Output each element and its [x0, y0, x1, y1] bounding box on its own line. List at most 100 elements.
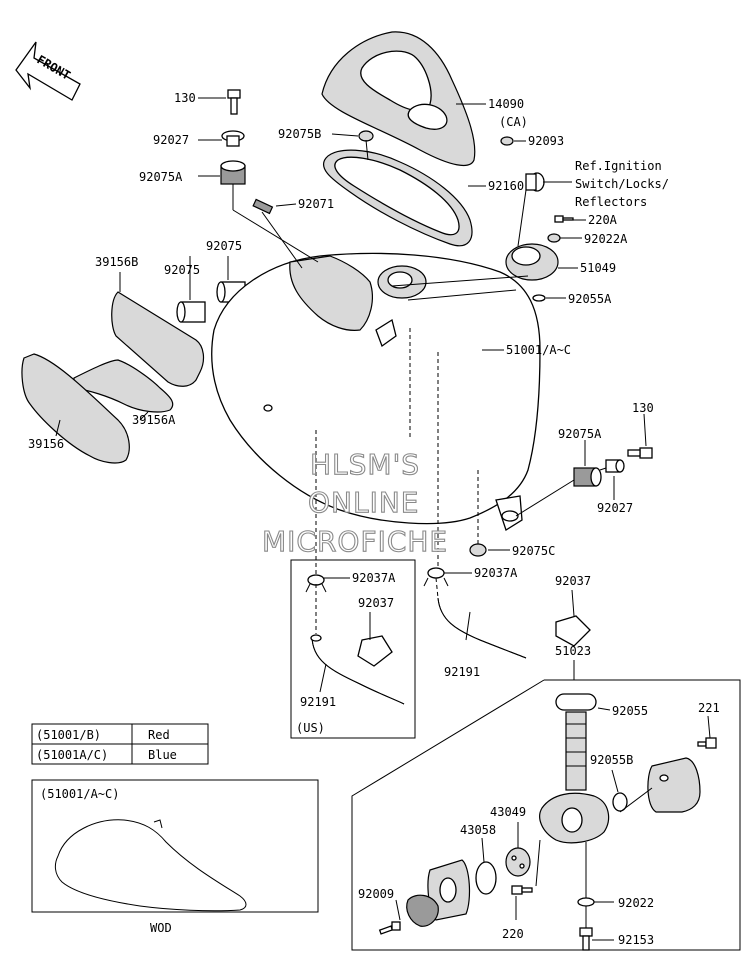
- diaphragm-43049: [505, 847, 531, 877]
- us-detail-box: [290, 559, 416, 739]
- watermark-line-2: ONLINE: [308, 486, 419, 519]
- damper-92075c: [469, 543, 487, 557]
- label-51023: 51023: [555, 644, 591, 658]
- label-ref-line2: Switch/Locks/: [575, 177, 669, 191]
- label-92027-top: 92027: [153, 133, 189, 147]
- damper-92075-left: [176, 301, 206, 323]
- valve-cover: [647, 757, 701, 813]
- part-labels: 130 14090 92027 92075B (CA) 92093 92075A…: [28, 91, 720, 947]
- screw-220a: [554, 215, 574, 223]
- clip-92071: [252, 198, 274, 215]
- label-92071: 92071: [298, 197, 334, 211]
- watermark-line-1: HLSM'S: [310, 448, 420, 481]
- oring-92055a: [532, 294, 546, 302]
- color-table-code-0: (51001/B): [36, 728, 101, 742]
- hose-92191-mid: [437, 597, 527, 659]
- bolt-130-right: [627, 447, 653, 459]
- clamp-92037a-left: [305, 574, 327, 593]
- label-220: 220: [502, 927, 524, 941]
- bolt-92153: [579, 927, 593, 951]
- fuel-valve-box: [351, 679, 741, 951]
- damper-92075a-top: [220, 160, 246, 185]
- label-51001: 51001/A~C: [506, 343, 571, 357]
- label-43049: 43049: [490, 805, 526, 819]
- label-92075b: 92075B: [278, 127, 321, 141]
- cover-gasket: [322, 149, 473, 247]
- color-table-color-0: Red: [148, 728, 170, 742]
- watermark-line-3: MICROFICHE: [262, 525, 448, 558]
- label-92075-left: 92075: [164, 263, 200, 277]
- label-221: 221: [698, 701, 720, 715]
- pad-39156b: [111, 291, 205, 387]
- hose-92191-left: [310, 634, 405, 705]
- label-92075-right: 92075: [206, 239, 242, 253]
- pad-39156: [21, 353, 130, 464]
- screw-92009: [378, 921, 401, 935]
- washer-92022a: [547, 233, 561, 243]
- label-220a: 220A: [588, 213, 618, 227]
- collar-92027-top: [221, 130, 245, 147]
- fuel-valve-body: [539, 711, 610, 844]
- valve-plate: [427, 859, 471, 921]
- label-43058: 43058: [460, 823, 496, 837]
- label-92037a-mid: 92037A: [474, 566, 518, 580]
- label-39156: 39156: [28, 437, 64, 451]
- label-92022a: 92022A: [584, 232, 628, 246]
- clamp-92037-right: [555, 615, 591, 647]
- label-51049: 51049: [580, 261, 616, 275]
- label-92027-right: 92027: [597, 501, 633, 515]
- label-92153: 92153: [618, 933, 654, 947]
- pad-39156a: [73, 359, 174, 413]
- oring-43058: [475, 861, 497, 895]
- oring-92055b: [612, 792, 628, 812]
- label-130-right: 130: [632, 401, 654, 415]
- leader-lines: [55, 97, 711, 941]
- color-table-code-1: (51001A/C): [36, 748, 108, 762]
- label-ref-line1: Ref.Ignition: [575, 159, 662, 173]
- label-wod: WOD: [150, 921, 172, 935]
- inset-label: (51001/A~C): [40, 787, 119, 801]
- label-92160: 92160: [488, 179, 524, 193]
- washer-92022: [577, 897, 595, 907]
- wod-tank-outline: [54, 819, 247, 912]
- label-92075c: 92075C: [512, 544, 555, 558]
- label-ca: (CA): [499, 115, 528, 129]
- lock-knob: [525, 172, 545, 192]
- label-92037a-left: 92037A: [352, 571, 396, 585]
- label-92009: 92009: [358, 887, 394, 901]
- washer-92093: [500, 136, 514, 146]
- assembly-lines: [232, 139, 653, 928]
- watermark: HLSM'S ONLINE MICROFICHE: [261, 447, 448, 558]
- label-92037-left: 92037: [358, 596, 394, 610]
- label-ref-line3: Reflectors: [575, 195, 647, 209]
- label-92022: 92022: [618, 896, 654, 910]
- clamp-92037a-mid: [423, 567, 449, 587]
- bolt-130-top: [227, 89, 241, 115]
- front-arrow: FRONT: [15, 41, 81, 101]
- label-92055: 92055: [612, 704, 648, 718]
- label-92191-left: 92191: [300, 695, 336, 709]
- label-130-top: 130: [174, 91, 196, 105]
- damper-92075b: [358, 130, 374, 142]
- clamp-92037-left: [357, 635, 393, 667]
- label-92075a-top: 92075A: [139, 170, 183, 184]
- screw-221: [697, 737, 717, 749]
- damper-92075a-right: [573, 467, 602, 487]
- fuel-tank-51001: [211, 252, 541, 531]
- tank-top-cover: [321, 31, 476, 167]
- screw-220: [511, 885, 533, 895]
- label-us: (US): [296, 721, 325, 735]
- label-92055a: 92055A: [568, 292, 612, 306]
- label-39156b: 39156B: [95, 255, 138, 269]
- valve-lever: [406, 894, 439, 927]
- oring-92055: [555, 693, 597, 711]
- wod-inset: (51001/A~C) WOD: [31, 779, 319, 935]
- label-14090: 14090: [488, 97, 524, 111]
- collar-92027-right: [605, 459, 625, 473]
- label-92093: 92093: [528, 134, 564, 148]
- color-table: (51001/B) Red (51001A/C) Blue: [31, 723, 209, 765]
- label-92037-right: 92037: [555, 574, 591, 588]
- label-92055b: 92055B: [590, 753, 633, 767]
- fuel-cap-51049: [505, 243, 559, 281]
